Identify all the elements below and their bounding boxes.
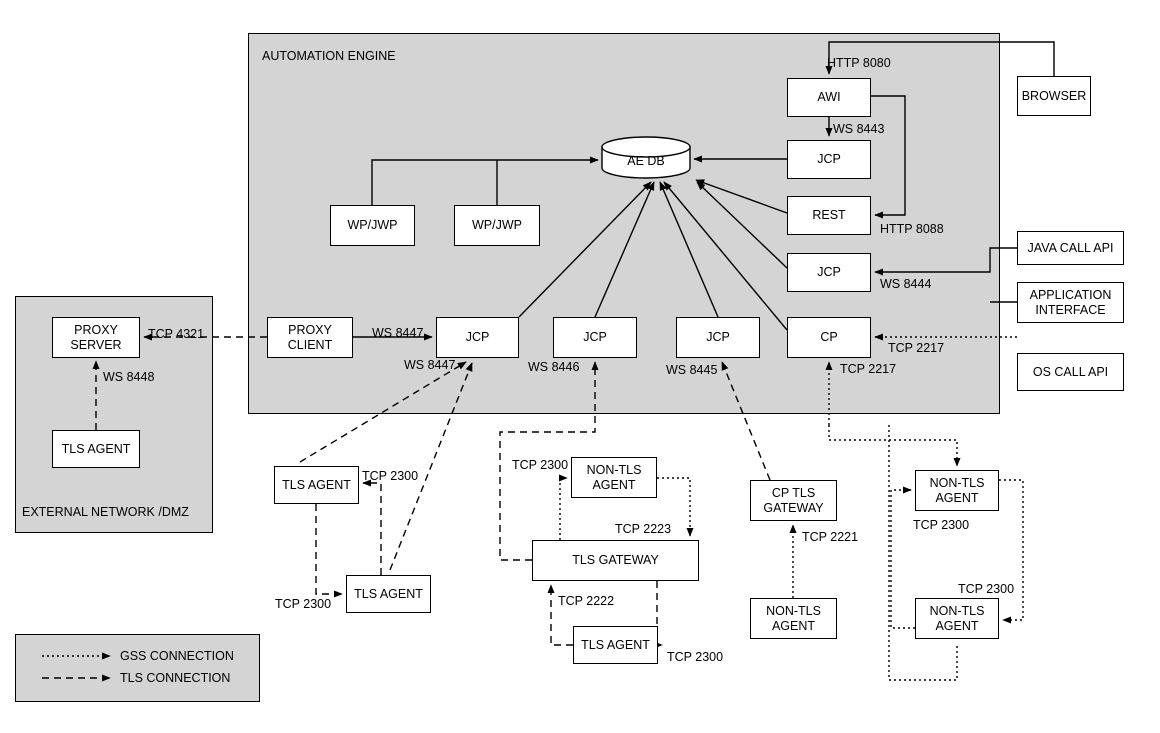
legend: [15, 634, 260, 702]
node-jcp-8445-label: JCP: [706, 330, 730, 344]
edge-label-http-8088: HTTP 8088: [880, 222, 944, 236]
edge-label-ws-8445: WS 8445: [666, 363, 718, 377]
node-jcp-8447-label: JCP: [465, 330, 490, 344]
edge-label-tcp-2222: TCP 2222: [558, 594, 615, 608]
node-tls-agent-left-top[interactable]: TLS AGENT: [274, 466, 359, 504]
node-wp-jwp-1-label: WP/JWP: [347, 218, 398, 232]
edge-label-tcp-2217-bottom: TCP 2217: [840, 362, 897, 376]
node-tls-agent-left-top-label: TLS AGENT: [282, 477, 351, 492]
edge-label-ws-8443: WS 8443: [833, 122, 885, 136]
node-tls-agent-left-bottom[interactable]: TLS AGENT: [346, 575, 431, 613]
node-jcp-8443-label: JCP: [817, 152, 841, 166]
node-tls-agent-mid-bottom-label: TLS AGENT: [581, 637, 650, 652]
edge-label-tcp-2300-mid-bottom: TCP 2300: [667, 650, 724, 664]
node-jcp-8447[interactable]: JCP: [436, 317, 519, 358]
node-os-call-api-label: OS CALL API: [1032, 364, 1109, 379]
edge-label-tcp-2300-right-bottom: TCP 2300: [958, 582, 1015, 596]
node-wp-jwp-2-label: WP/JWP: [472, 218, 522, 232]
node-browser[interactable]: BROWSER: [1017, 76, 1091, 116]
node-jcp-8444-label: JCP: [817, 265, 841, 279]
ae-db-label: AE DB: [627, 154, 665, 168]
node-rest-label: REST: [812, 208, 846, 222]
ae-db[interactable]: AE DB: [602, 145, 690, 178]
edge-label-tcp-4321: TCP 4321: [148, 327, 205, 341]
node-cp[interactable]: CP: [787, 317, 871, 358]
legend-item-tls-label: TLS CONNECTION: [120, 671, 231, 685]
node-jcp-8445[interactable]: JCP: [676, 317, 760, 358]
legend-item-gss-label: GSS CONNECTION: [120, 649, 234, 663]
node-jcp-8446[interactable]: JCP: [553, 317, 637, 358]
node-awi[interactable]: AWI: [787, 78, 871, 117]
node-tls-agent-left-bottom-label: TLS AGENT: [354, 586, 423, 601]
node-browser-label: BROWSER: [1021, 88, 1087, 103]
zone-external-network-dmz-label: EXTERNAL NETWORK /DMZ: [22, 505, 189, 519]
node-os-call-api[interactable]: OS CALL API: [1017, 353, 1124, 391]
node-cp-label: CP: [820, 330, 838, 344]
node-jcp-8443[interactable]: JCP: [787, 140, 871, 179]
node-dmz-tls-agent[interactable]: TLS AGENT: [52, 430, 140, 468]
edge-label-ws-8444: WS 8444: [880, 277, 932, 291]
edge-label-http-8080: HTTP 8080: [827, 56, 891, 70]
edge-label-tcp-2223: TCP 2223: [615, 522, 672, 536]
edge-label-tcp-2300-right-top: TCP 2300: [913, 518, 970, 532]
edge-label-tcp-2221: TCP 2221: [802, 530, 859, 544]
node-awi-label: AWI: [817, 90, 841, 104]
edge-label-ws-8446: WS 8446: [528, 360, 580, 374]
edge-label-tcp-2217-side: TCP 2217: [888, 341, 945, 355]
node-tls-gateway-label: TLS GATEWAY: [572, 553, 659, 567]
node-tls-agent-mid-bottom[interactable]: TLS AGENT: [573, 626, 658, 664]
node-java-call-api[interactable]: JAVA CALL API: [1017, 231, 1124, 265]
node-wp-jwp-2[interactable]: WP/JWP: [454, 205, 540, 246]
node-dmz-tls-agent-label: TLS AGENT: [61, 441, 131, 456]
node-tls-gateway[interactable]: TLS GATEWAY: [532, 540, 699, 581]
edge-label-tcp-2300-left-top: TCP 2300: [362, 469, 419, 483]
edge-label-ws-8447-bottom: WS 8447: [404, 358, 456, 372]
edge-label-ws-8447-top: WS 8447: [372, 326, 424, 340]
edge-label-ws-8448: WS 8448: [103, 370, 155, 384]
node-java-call-api-label: JAVA CALL API: [1027, 240, 1114, 255]
zone-automation-engine-label: AUTOMATION ENGINE: [262, 49, 396, 63]
node-jcp-8444[interactable]: JCP: [787, 253, 871, 292]
node-jcp-8446-label: JCP: [583, 330, 607, 344]
edge-label-tcp-2300-left-bottom: TCP 2300: [275, 597, 332, 611]
node-wp-jwp-1[interactable]: WP/JWP: [330, 205, 415, 246]
node-rest[interactable]: REST: [787, 196, 871, 235]
edge-label-tcp-2300-mid-top: TCP 2300: [512, 458, 569, 472]
